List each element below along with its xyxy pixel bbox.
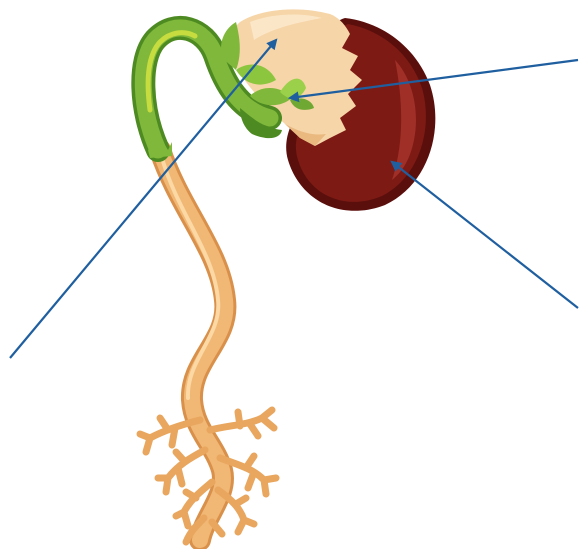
- pointer-seed-coat: [392, 162, 578, 308]
- root-system: [140, 150, 276, 542]
